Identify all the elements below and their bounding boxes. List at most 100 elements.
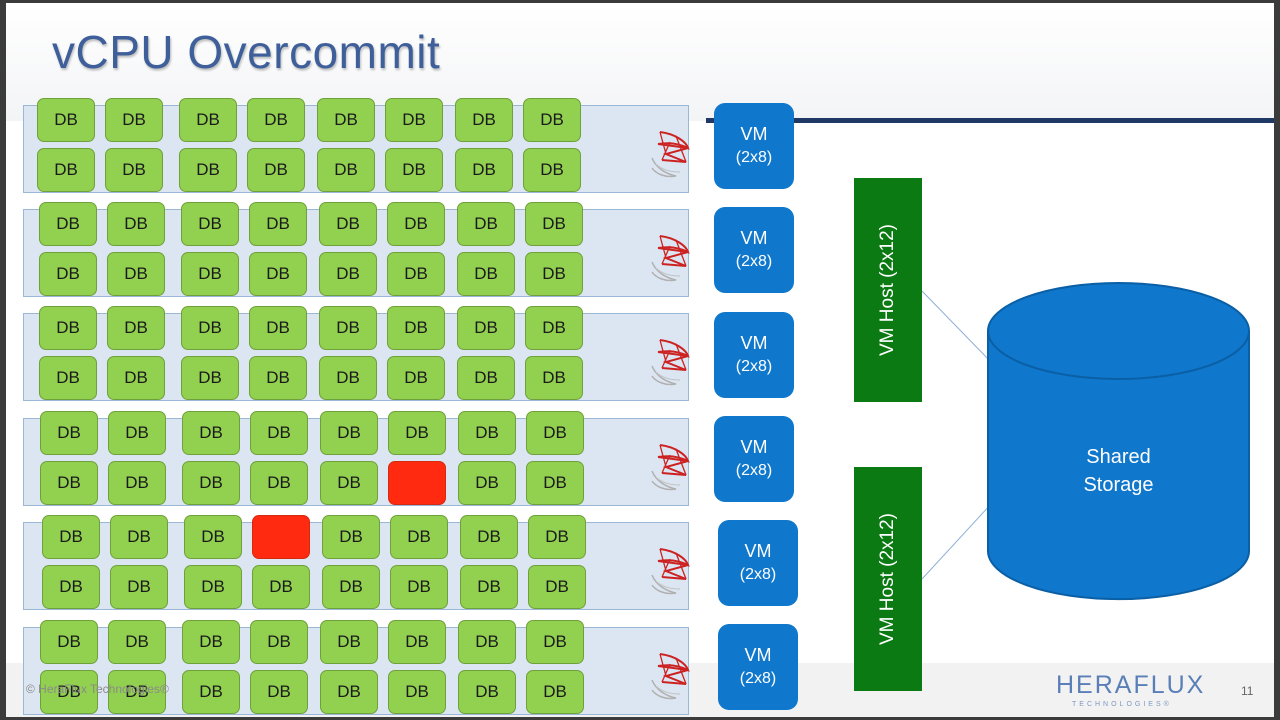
db-tile: DB <box>460 565 518 609</box>
db-tile: DB <box>525 202 583 246</box>
vm-label: VM <box>740 228 768 248</box>
db-tile: DB <box>320 411 378 455</box>
db-tile: DB <box>457 202 515 246</box>
db-tile: DB <box>523 148 581 192</box>
db-tile: DB <box>387 202 445 246</box>
db-tile: DB <box>458 670 516 714</box>
db-tile: DB <box>526 620 584 664</box>
db-tile: DB <box>107 356 165 400</box>
db-tile: DB <box>525 306 583 350</box>
connector-line <box>921 290 993 364</box>
heraflux-logo: HERAFLUX TECHNOLOGIES® <box>1056 671 1203 711</box>
connector-line <box>921 502 993 580</box>
vm-spec: (2x8) <box>739 566 777 583</box>
db-tile: DB <box>42 565 100 609</box>
db-tile: DB <box>182 620 240 664</box>
sql-server-icon <box>646 124 694 182</box>
db-tile: DB <box>250 411 308 455</box>
db-tile: DB <box>460 515 518 559</box>
db-tile: DB <box>387 306 445 350</box>
db-tile: DB <box>322 515 380 559</box>
vm-host-label: VM Host (2x12) <box>877 513 898 645</box>
db-tile: DB <box>108 620 166 664</box>
shared-storage-cylinder <box>987 282 1250 601</box>
db-tile: DB <box>388 411 446 455</box>
db-tile: DB <box>110 565 168 609</box>
db-tile: DB <box>107 306 165 350</box>
db-tile: DB <box>40 620 98 664</box>
db-tile: DB <box>319 306 377 350</box>
db-tile-failed <box>388 461 446 505</box>
db-tile: DB <box>40 670 98 714</box>
db-tile: DB <box>252 565 310 609</box>
vm-label: VM <box>740 333 768 353</box>
vm-label: VM <box>740 124 768 144</box>
db-tile: DB <box>105 148 163 192</box>
db-tile: DB <box>322 565 380 609</box>
db-tile: DB <box>181 252 239 296</box>
db-tile: DB <box>247 148 305 192</box>
db-tile: DB <box>39 202 97 246</box>
db-tile: DB <box>390 565 448 609</box>
storage-label-line1: Shared <box>1086 446 1151 468</box>
vm-box: VM (2x8) <box>718 520 798 606</box>
db-tile: DB <box>39 252 97 296</box>
db-tile: DB <box>249 252 307 296</box>
db-tile: DB <box>249 306 307 350</box>
vm-box: VM(2x8) <box>714 416 794 502</box>
db-tile: DB <box>457 306 515 350</box>
db-tile: DB <box>249 356 307 400</box>
db-tile: DB <box>320 620 378 664</box>
db-tile: DB <box>179 98 237 142</box>
db-tile: DB <box>525 252 583 296</box>
db-tile: DB <box>107 252 165 296</box>
vm-spec: (2x8) <box>735 358 773 375</box>
vm-box: VM (2x8) <box>714 312 794 398</box>
db-tile: DB <box>387 252 445 296</box>
db-tile: DB <box>317 98 375 142</box>
db-tile: DB <box>455 98 513 142</box>
db-tile: DB <box>108 461 166 505</box>
db-tile: DB <box>320 670 378 714</box>
storage-label-line2: Storage <box>1083 474 1154 496</box>
db-tile: DB <box>181 202 239 246</box>
db-tile: DB <box>181 306 239 350</box>
db-tile: DB <box>181 356 239 400</box>
db-tile: DB <box>388 670 446 714</box>
db-tile: DB <box>40 461 98 505</box>
vm-spec: (2x8) <box>735 462 773 479</box>
db-tile: DB <box>247 98 305 142</box>
db-tile: DB <box>250 620 308 664</box>
sql-server-icon <box>646 646 694 704</box>
logo-text: HERAFLUX <box>1056 671 1206 699</box>
db-tile: DB <box>457 252 515 296</box>
db-tile: DB <box>458 620 516 664</box>
db-tile: DB <box>250 461 308 505</box>
db-tile: DB <box>455 148 513 192</box>
db-tile: DB <box>525 356 583 400</box>
db-tile: DB <box>105 98 163 142</box>
db-tile: DB <box>108 670 166 714</box>
db-tile: DB <box>388 620 446 664</box>
vm-spec: (2x8) <box>735 253 773 270</box>
sql-server-icon <box>646 332 694 390</box>
vm-box: VM(2x8) <box>718 624 798 710</box>
db-tile: DB <box>385 148 443 192</box>
db-tile: DB <box>39 356 97 400</box>
vm-host-2: VM Host (2x12) <box>854 467 922 691</box>
shared-storage-label: Shared Storage <box>1066 443 1171 499</box>
db-tile: DB <box>523 98 581 142</box>
vm-spec: (2x8) <box>735 149 773 166</box>
db-tile: DB <box>249 202 307 246</box>
vm-label: VM <box>744 645 772 665</box>
sql-server-icon <box>646 541 694 599</box>
db-tile: DB <box>40 411 98 455</box>
slide-title: vCPU Overcommit <box>52 26 441 78</box>
db-tile: DB <box>182 411 240 455</box>
db-tile: DB <box>528 515 586 559</box>
vm-label: VM <box>744 541 772 561</box>
db-tile: DB <box>390 515 448 559</box>
db-tile: DB <box>526 461 584 505</box>
sql-server-icon <box>646 228 694 286</box>
